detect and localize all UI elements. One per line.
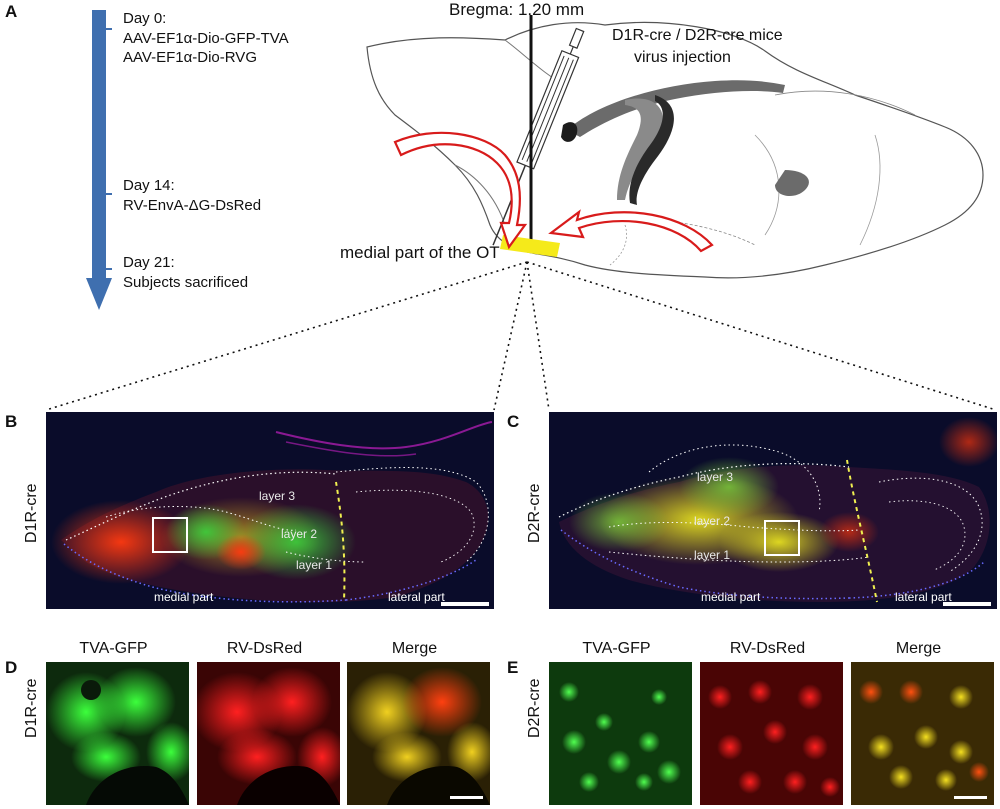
b-layer3-label: layer 3 [259, 489, 296, 503]
b-scale-bar [441, 602, 489, 606]
day14-title: Day 14: [123, 177, 175, 194]
day0-virus-1: AAV-EF1α-Dio-GFP-TVA [123, 30, 289, 47]
micrograph-d2r-ot-image [549, 412, 997, 609]
panel-label-b: B [5, 412, 18, 431]
injection-label: virus injection [634, 49, 731, 66]
e-header-gfp: TVA-GFP [582, 640, 651, 657]
micrograph-d1r-ot: layer 3 layer 2 layer 1 medial part late… [46, 412, 494, 609]
day0-virus-2: AAV-EF1α-Dio-RVG [123, 49, 257, 66]
day14-virus: RV-EnvA-ΔG-DsRed [123, 197, 262, 214]
d-header-merge: Merge [391, 640, 438, 657]
e-header-dsred: RV-DsRed [729, 640, 806, 657]
panel-label-d: D [5, 658, 18, 677]
e-header-merge: Merge [895, 640, 942, 657]
brain-schematic [366, 15, 984, 279]
bregma-label: Bregma: 1.20 mm [449, 0, 585, 19]
c-scale-bar [943, 602, 991, 606]
e-merge-image [851, 662, 994, 805]
d-header-dsred: RV-DsRed [226, 640, 303, 657]
b-lateral-label: lateral part [388, 590, 445, 604]
day21-text: Subjects sacrificed [123, 274, 249, 291]
d-gfp-image [46, 662, 189, 805]
panel-label-c: C [507, 412, 520, 431]
e-gfp-image [549, 662, 692, 805]
timeline-arrow [86, 10, 112, 310]
row-label-c: D2R-cre [526, 483, 543, 543]
panel-label-e: E [507, 658, 519, 677]
row-label-e: D2R-cre [526, 678, 543, 738]
day21-title: Day 21: [123, 254, 175, 271]
c-layer1-label: layer 1 [694, 548, 731, 562]
zoom-lines [45, 261, 997, 411]
c-medial-label: medial part [701, 590, 761, 604]
c-lateral-label: lateral part [895, 590, 952, 604]
mice-label: D1R-cre / D2R-cre mice [612, 27, 783, 44]
c-layer2-label: layer 2 [694, 514, 731, 528]
c-layer3-label: layer 3 [697, 470, 734, 484]
micrograph-d1r-ot-image [46, 412, 494, 609]
b-medial-label: medial part [154, 590, 214, 604]
d-merge-image [347, 662, 490, 805]
micrograph-d2r-ot: layer 3 layer 2 layer 1 medial part late… [549, 412, 997, 609]
day0-title: Day 0: [123, 10, 167, 27]
panel-label-a: A [5, 2, 18, 21]
row-label-b: D1R-cre [23, 483, 40, 543]
b-layer2-label: layer 2 [281, 527, 318, 541]
b-layer1-label: layer 1 [296, 558, 333, 572]
ot-label: medial part of the OT [340, 243, 500, 262]
d-header-gfp: TVA-GFP [79, 640, 148, 657]
e-dsred-image [700, 662, 843, 805]
d-dsred-image [197, 662, 340, 805]
row-label-d: D1R-cre [23, 678, 40, 738]
